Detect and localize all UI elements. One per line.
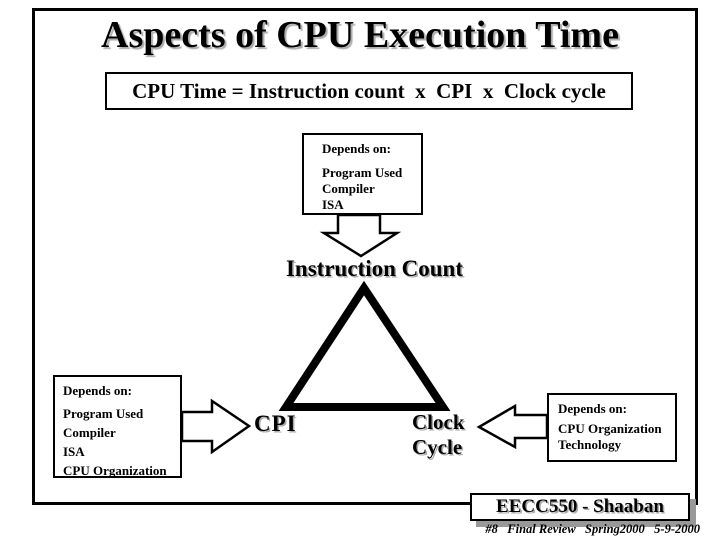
- instruction-count-label: Instruction Count: [285, 256, 463, 281]
- footer-course-box: EECC550 - Shaaban: [470, 493, 690, 521]
- clock-cycle-label: Clock Cycle: [412, 410, 465, 459]
- depends-item: Program Used: [322, 165, 403, 180]
- depends-item: Compiler: [322, 181, 375, 196]
- formula-box: CPU Time = Instruction count x CPI x Clo…: [105, 72, 633, 110]
- depends-item: CPU Organization: [558, 421, 662, 436]
- depends-item: Compiler: [63, 425, 116, 440]
- cpi-label: CPI: [254, 411, 297, 436]
- depends-heading: Depends on:: [558, 401, 627, 416]
- depends-item: ISA: [63, 444, 85, 459]
- instruction-count-depends-box: Depends on: Program Used Compiler ISA: [302, 133, 423, 215]
- footer-meta-text: #8 Final Review Spring2000 5-9-2000: [485, 522, 700, 536]
- depends-item: Program Used: [63, 406, 144, 421]
- depends-heading: Depends on:: [63, 383, 132, 398]
- clock-cycle-depends-box: Depends on: CPU Organization Technology: [547, 393, 677, 462]
- footer-course-text: EECC550 - Shaaban: [496, 496, 664, 517]
- depends-item: CPU Organization: [63, 463, 167, 478]
- formula-text: CPU Time = Instruction count x CPI x Clo…: [132, 78, 606, 103]
- slide-title: Aspects of CPU Execution Time: [101, 14, 619, 56]
- depends-item: ISA: [322, 197, 344, 212]
- depends-item: Technology: [558, 437, 622, 452]
- depends-heading: Depends on:: [322, 141, 391, 156]
- cpi-depends-box: Depends on: Program Used Compiler ISA CP…: [53, 375, 182, 478]
